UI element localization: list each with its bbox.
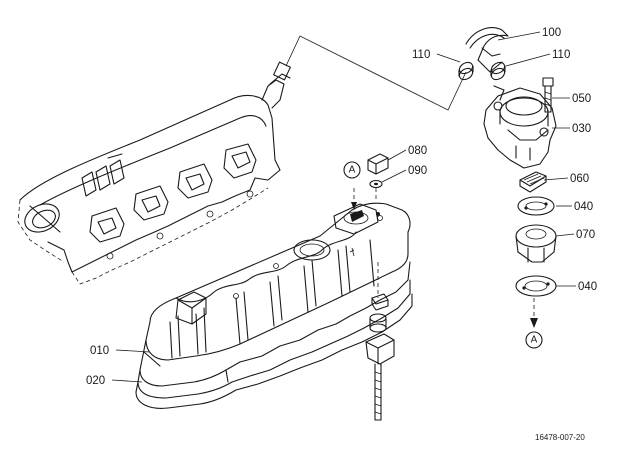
breather-plate (515, 224, 557, 263)
callout-110-left: 110 (412, 49, 430, 61)
callout-090: 090 (408, 165, 427, 177)
callout-100: 100 (542, 27, 561, 39)
callout-070: 070 (576, 229, 595, 241)
hose-clamp-right (490, 61, 506, 81)
gasket-lower (515, 275, 557, 297)
gasket-upper (517, 196, 555, 216)
callout-040-bottom: 040 (578, 281, 597, 293)
marker-a-top: A (343, 161, 361, 179)
callout-050: 050 (572, 93, 591, 105)
manifold-ports (89, 143, 257, 243)
callout-080: 080 (408, 145, 427, 157)
callout-020: 020 (86, 375, 105, 387)
callout-010: 010 (90, 345, 109, 357)
callout-060: 060 (570, 173, 589, 185)
callout-040-top: 040 (574, 201, 593, 213)
head-cover-gasket (135, 293, 413, 409)
callout-030: 030 (572, 123, 591, 135)
hose-clamp-left (458, 61, 474, 81)
breather-pipe-stub (261, 61, 291, 109)
marker-a-bottom: A (525, 331, 543, 349)
manifold-bosses (81, 153, 125, 197)
breather-body (483, 85, 557, 169)
head-cover (137, 202, 411, 399)
arrow-down-icon (530, 298, 538, 328)
marker-a-top-label: A (349, 165, 356, 176)
leader-lines (111, 31, 576, 383)
stud-assembly (365, 262, 395, 421)
breather-filter-element (519, 171, 547, 193)
cap-nut (367, 153, 389, 175)
assembly-line-manifold (285, 35, 467, 111)
washer-small (369, 179, 383, 189)
breather-hose (465, 27, 509, 73)
drawing-reference-number: 16478-007-20 (535, 433, 585, 442)
arrow-down-marker-icon (351, 202, 357, 210)
marker-a-bottom-label: A (531, 335, 538, 346)
intake-manifold (17, 61, 291, 285)
breather-bolt (542, 77, 554, 113)
callout-110-right: 110 (552, 49, 570, 61)
